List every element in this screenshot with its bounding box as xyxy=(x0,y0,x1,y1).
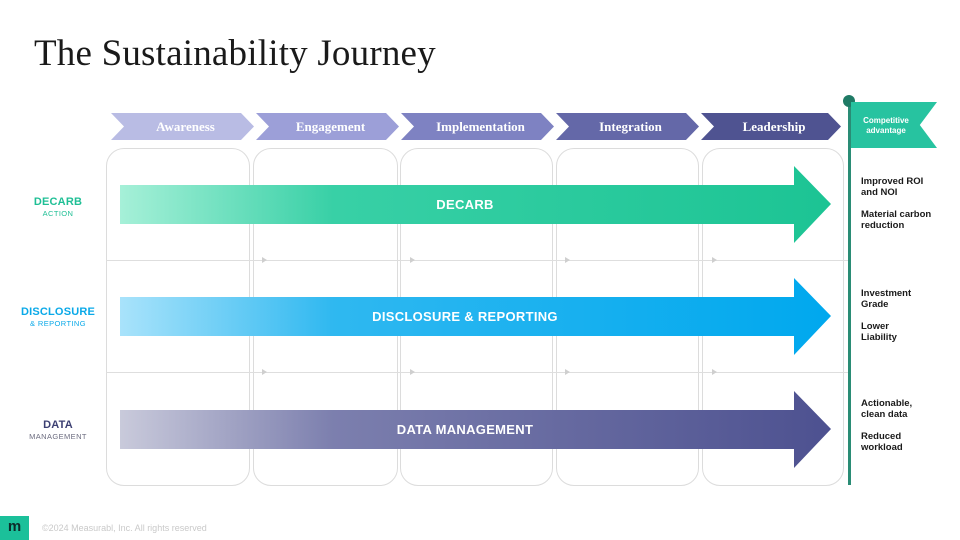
outcome-decarb: Improved ROI and NOI Material carbon red… xyxy=(861,176,931,231)
divider-tick xyxy=(712,257,717,263)
row-label-main: DISCLOSURE xyxy=(20,306,96,318)
outcome-line: Improved ROI xyxy=(861,176,924,187)
divider-tick xyxy=(262,257,267,263)
page-title: The Sustainability Journey xyxy=(34,33,436,74)
row-label-sub: & REPORTING xyxy=(30,319,86,328)
row-label-decarb: DECARB ACTION xyxy=(14,196,102,218)
outcome-line: Reduced xyxy=(861,431,902,442)
stage-label: Awareness xyxy=(156,119,215,134)
stage-label: Integration xyxy=(599,119,662,134)
divider-tick xyxy=(712,369,717,375)
outcome-line: workload xyxy=(861,442,903,453)
disclosure-arrow-label: DISCLOSURE & REPORTING xyxy=(372,309,558,324)
outcome-line: Lower xyxy=(861,321,889,332)
outcome-line: Liability xyxy=(861,332,897,343)
divider-tick xyxy=(410,257,415,263)
row-label-sub: MANAGEMENT xyxy=(29,432,87,441)
stage-integration: Integration xyxy=(556,113,699,140)
outcome-disclosure: Investment Grade Lower Liability xyxy=(861,288,911,343)
flag-label-line2: advantage xyxy=(866,126,906,135)
stage-engagement: Engagement xyxy=(256,113,399,140)
row-label-sub: ACTION xyxy=(42,209,74,218)
outcome-line: reduction xyxy=(861,220,905,231)
measurabl-logo: m xyxy=(0,516,29,540)
outcome-line: and NOI xyxy=(861,187,898,198)
copyright-text: ©2024 Measurabl, Inc. All rights reserve… xyxy=(42,523,207,533)
divider-tick xyxy=(262,369,267,375)
outcome-data: Actionable, clean data Reduced workload xyxy=(861,398,912,453)
row-label-data: DATA MANAGEMENT xyxy=(14,419,102,441)
data-management-arrow-label: DATA MANAGEMENT xyxy=(396,422,534,437)
stage-label: Engagement xyxy=(295,119,366,134)
stage-awareness: Awareness xyxy=(111,113,254,140)
stage-label: Leadership xyxy=(742,119,806,134)
stage-leadership: Leadership xyxy=(701,113,841,140)
flag-pole xyxy=(848,100,851,485)
row-label-main: DATA xyxy=(43,419,73,431)
divider-tick xyxy=(565,369,570,375)
divider-tick xyxy=(410,369,415,375)
row-label-main: DECARB xyxy=(33,196,83,208)
outcome-line: Actionable, xyxy=(861,398,913,409)
row-divider xyxy=(106,372,849,373)
outcome-line: Grade xyxy=(861,299,889,310)
row-divider xyxy=(106,260,849,261)
decarb-arrow-label: DECARB xyxy=(436,197,494,212)
outcome-line: clean data xyxy=(861,409,908,420)
flag-label-line1: Competitive xyxy=(863,116,909,125)
row-label-disclosure: DISCLOSURE & REPORTING xyxy=(14,306,102,328)
outcome-line: Material carbon xyxy=(861,209,932,220)
divider-tick xyxy=(565,257,570,263)
flag-label: Competitive advantage xyxy=(851,116,921,136)
stage-label: Implementation xyxy=(436,119,525,134)
outcome-line: Investment xyxy=(861,288,912,299)
stage-implementation: Implementation xyxy=(401,113,554,140)
